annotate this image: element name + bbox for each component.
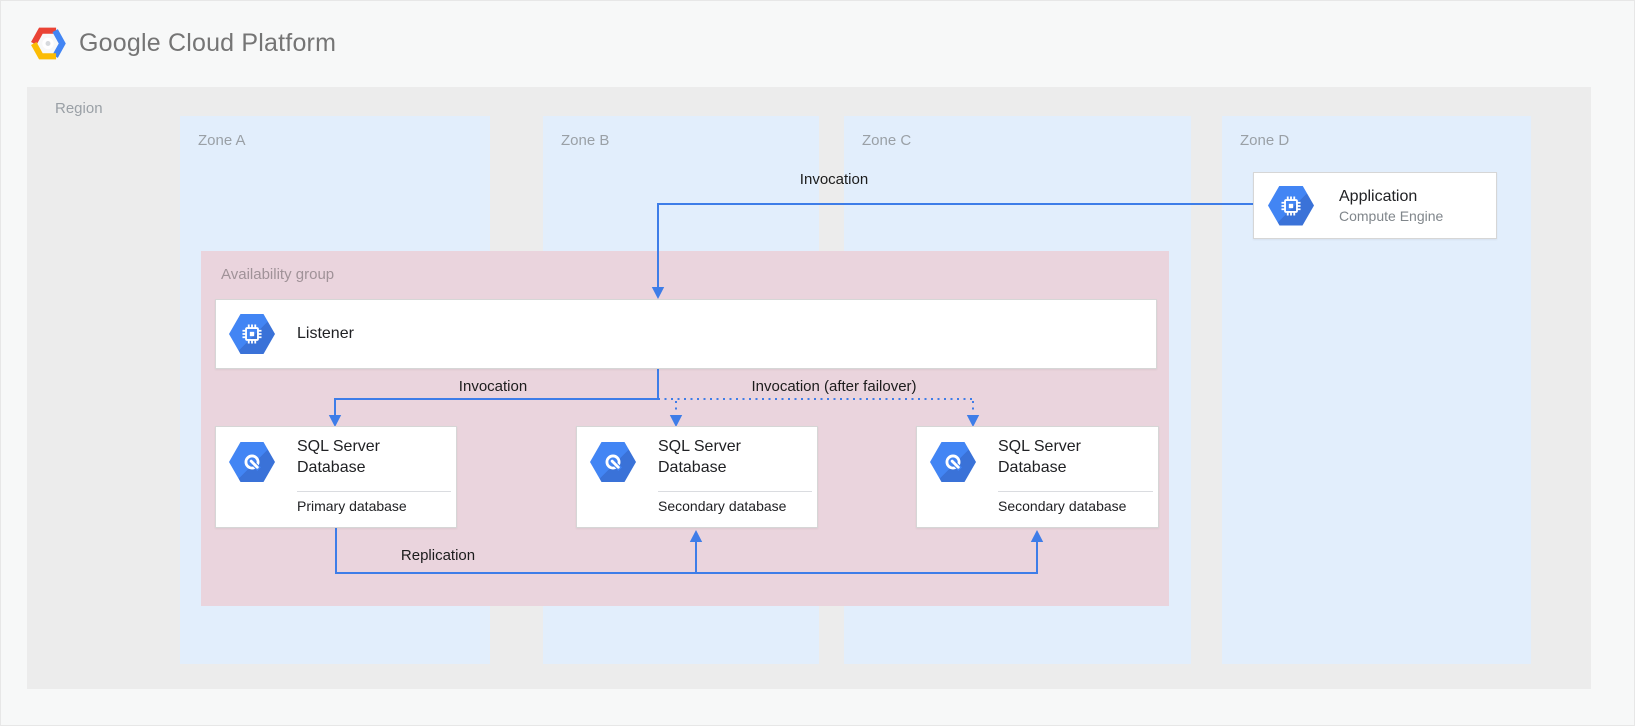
- listener-node: Listener: [215, 299, 1157, 369]
- zone-b-label: Zone B: [561, 132, 610, 149]
- sql-database-role: Secondary database: [658, 498, 787, 514]
- invocation-label-primary: Invocation: [458, 378, 528, 395]
- availability-group-label: Availability group: [221, 266, 335, 283]
- gcp-logo-icon: [31, 27, 66, 60]
- compute-engine-icon: [1268, 185, 1314, 226]
- divider: [297, 491, 451, 492]
- zone-a-label: Zone A: [198, 132, 246, 149]
- header-brand: Google Cloud Platform: [29, 27, 336, 60]
- sql-database-title: SQL Server Database: [998, 436, 1081, 478]
- zone-d-label: Zone D: [1240, 132, 1290, 149]
- sql-title-line1: SQL Server: [658, 438, 741, 455]
- cloud-sql-icon: [229, 442, 275, 482]
- divider: [658, 491, 812, 492]
- sql-database-secondary-c-node: SQL Server Database Secondary database: [916, 426, 1159, 528]
- application-node: Application Compute Engine: [1253, 172, 1497, 239]
- sql-database-role: Secondary database: [998, 498, 1127, 514]
- invocation-label-app: Invocation: [799, 171, 869, 188]
- sql-database-title: SQL Server Database: [297, 436, 380, 478]
- application-subtitle: Compute Engine: [1339, 207, 1444, 224]
- sql-database-title: SQL Server Database: [658, 436, 741, 478]
- sql-database-primary-node: SQL Server Database Primary database: [215, 426, 457, 528]
- sql-title-line1: SQL Server: [998, 438, 1081, 455]
- sql-database-role: Primary database: [297, 498, 407, 514]
- listener-title: Listener: [297, 325, 354, 342]
- compute-engine-icon: [229, 314, 275, 354]
- sql-title-line1: SQL Server: [297, 438, 380, 455]
- zone-c-label: Zone C: [862, 132, 912, 149]
- cloud-sql-icon: [590, 442, 636, 482]
- invocation-after-failover-label: Invocation (after failover): [751, 378, 917, 395]
- brand-text: Google Cloud Platform: [79, 29, 337, 57]
- sql-title-line2: Database: [297, 459, 366, 476]
- application-title: Application: [1339, 187, 1418, 205]
- replication-label: Replication: [400, 547, 476, 564]
- sql-database-secondary-b-node: SQL Server Database Secondary database: [576, 426, 818, 528]
- sql-title-line2: Database: [998, 459, 1067, 476]
- cloud-sql-icon: [930, 442, 976, 482]
- region-label: Region: [55, 100, 103, 117]
- divider: [998, 491, 1153, 492]
- sql-title-line2: Database: [658, 459, 727, 476]
